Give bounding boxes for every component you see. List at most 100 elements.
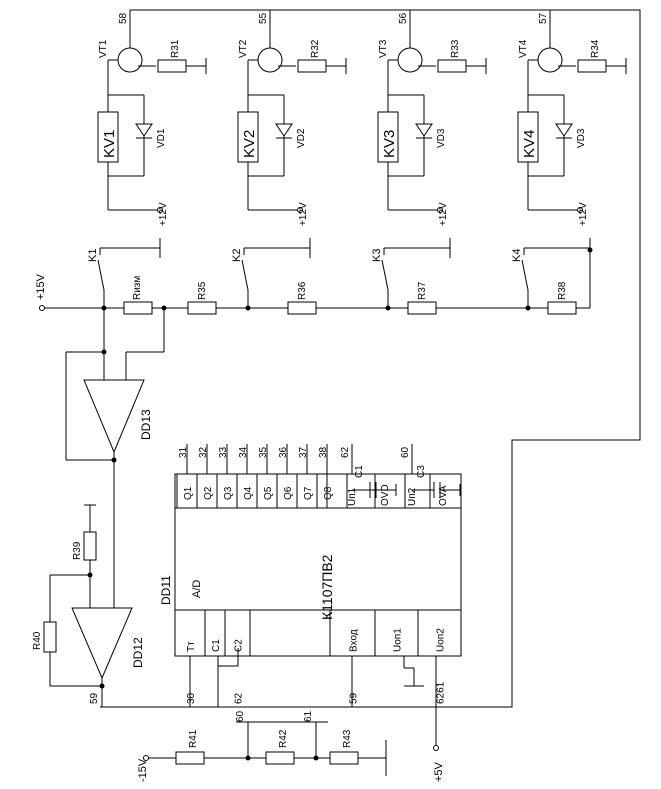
output-node-label: 36 — [278, 446, 289, 458]
output-pin-label: Q7 — [303, 486, 314, 500]
node-59-left-label: 59 — [89, 692, 100, 704]
output-pin-label: Q4 — [243, 486, 254, 500]
right-pin-label: Uп2 — [407, 487, 418, 506]
contact-k4: K4 — [511, 238, 591, 308]
input-pin-label: Вход — [349, 629, 360, 652]
output-pin-label: Q5 — [263, 486, 274, 500]
diode-symbol — [555, 123, 573, 137]
resistor-chain: +15V Rизм R35 R36 R37 R38 — [35, 247, 593, 315]
r-izm-label: Rизм — [132, 276, 143, 300]
r35-resistor — [187, 301, 217, 315]
r40-label: R40 — [32, 631, 43, 650]
r37-resistor — [407, 301, 437, 315]
r43-label: R43 — [342, 729, 353, 748]
node-label: 57 — [538, 12, 549, 24]
r37-label: R37 — [417, 281, 428, 300]
plus15-terminal — [39, 305, 45, 311]
diode-label: VD2 — [296, 128, 307, 148]
adc-body — [174, 473, 462, 657]
input-pin-label: Тт — [186, 641, 197, 652]
r38-resistor — [547, 301, 577, 315]
contact-label: K3 — [371, 249, 383, 262]
output-node-label: 32 — [198, 446, 209, 458]
diode-symbol — [135, 123, 153, 137]
input-node-label: 30 — [186, 692, 197, 704]
output-node-label: 31 — [178, 446, 189, 458]
resistor-label: R33 — [450, 39, 461, 58]
contact-k1: K1 — [87, 238, 161, 308]
node-label: 58 — [118, 12, 129, 24]
output-pin-label: Q6 — [283, 486, 294, 500]
r39-resistor — [83, 531, 97, 561]
output-pin-label: Q2 — [203, 486, 214, 500]
input-node-label: 62 — [234, 692, 245, 704]
output-node-label: 35 — [258, 446, 269, 458]
resistor-label: R34 — [590, 39, 601, 58]
supply-label: +12V — [298, 202, 309, 226]
node-label: 56 — [398, 12, 409, 24]
diode-symbol — [275, 123, 293, 137]
input-node-label: 59 — [349, 692, 360, 704]
contact-label: K4 — [511, 249, 523, 262]
base-resistor — [577, 59, 607, 73]
supply-terminal — [157, 207, 163, 213]
right-node-label: 62 — [340, 446, 351, 458]
r42-label: R42 — [278, 729, 289, 748]
contact-label: K1 — [87, 249, 99, 262]
dd13-opamp: DD13 — [65, 308, 165, 600]
relay-coil — [517, 111, 539, 163]
adc-part-label: К1107ПВ2 — [319, 554, 335, 620]
output-node-label: 38 — [318, 446, 329, 458]
r41-label: R41 — [188, 729, 199, 748]
supply-terminal — [577, 207, 583, 213]
transistor-label: VT1 — [98, 39, 109, 58]
node-61-label: 61 — [303, 710, 314, 722]
r42-resistor — [265, 751, 295, 765]
adc-type-label: A/D — [191, 580, 203, 598]
right-pin-label: OVA — [438, 485, 449, 506]
plus15-label: +15V — [35, 273, 47, 300]
resistor-label: R32 — [310, 39, 321, 58]
relay-contacts: K1 K2 K3 K4 — [87, 238, 591, 308]
r-izm-resistor — [123, 301, 153, 315]
relay-label: KV3 — [381, 130, 398, 158]
base-resistor — [297, 59, 327, 73]
dd12-opamp: DD12 R39 R40 59 — [32, 504, 145, 707]
transistor-label: VT3 — [378, 39, 389, 58]
node-60-label: 60 — [235, 710, 246, 722]
transistor-vt1 — [117, 47, 143, 73]
right-pin-label: OVD — [380, 484, 391, 506]
supply-terminal — [297, 207, 303, 213]
transistor-label: VT4 — [518, 39, 529, 58]
transistor-vt4 — [537, 47, 563, 73]
contact-label: K2 — [231, 249, 243, 262]
r39-label: R39 — [72, 541, 83, 560]
r36-resistor — [287, 301, 317, 315]
output-node-label: 33 — [218, 446, 229, 458]
input-pin-label: C2 — [234, 639, 245, 652]
plus5-label: +5V — [433, 761, 445, 782]
node-label: 55 — [258, 12, 269, 24]
output-pin-label: Q3 — [223, 486, 234, 500]
output-node-label: 37 — [298, 446, 309, 458]
base-resistor — [157, 59, 187, 73]
contact-k3: K3 — [371, 238, 451, 308]
neg15-label: -15V — [137, 758, 149, 782]
right-node-label: 60 — [400, 446, 411, 458]
r36-label: R36 — [297, 281, 308, 300]
transistor-vt2 — [257, 47, 283, 73]
r40-resistor — [43, 621, 57, 653]
relay-label: KV4 — [521, 130, 538, 158]
input-pin-label: C1 — [211, 639, 222, 652]
relay-coil — [97, 111, 119, 163]
outer-bus-frame — [100, 9, 641, 708]
cap-c3-label: C3 — [416, 465, 427, 478]
adc-name-label: DD11 — [159, 575, 173, 605]
input-pin-label: Uоп1 — [393, 628, 404, 652]
contact-k2: K2 — [231, 238, 311, 308]
